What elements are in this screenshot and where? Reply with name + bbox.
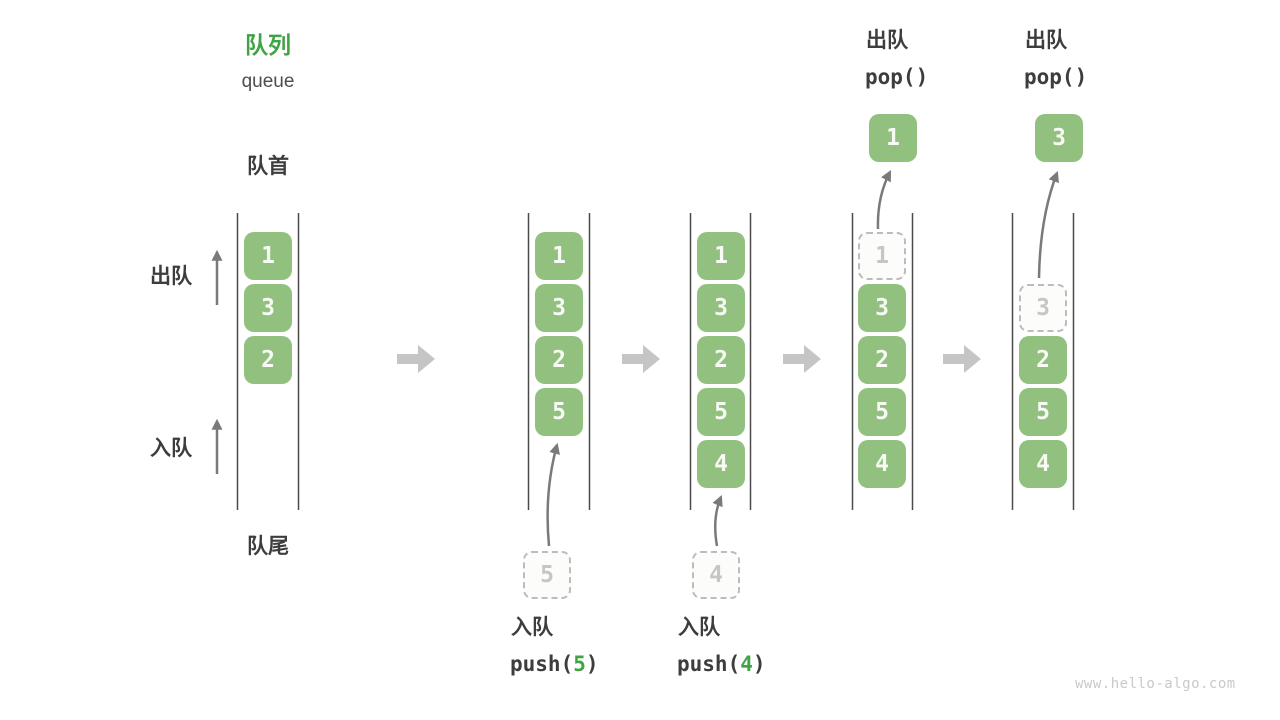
pop-1-arrow-icon — [876, 170, 892, 230]
state-transition-arrows — [397, 345, 981, 373]
popped-element: 3 — [1035, 114, 1083, 162]
queue-cell: 5 — [697, 388, 745, 436]
code-text: push( — [510, 652, 574, 676]
queue-walls — [236, 213, 1075, 510]
incoming-element: 5 — [523, 551, 571, 599]
queue-cell: 5 — [535, 388, 583, 436]
queue-cell: 2 — [244, 336, 292, 384]
queue-cell: 1 — [535, 232, 583, 280]
push-5-action-label: 入队 — [511, 616, 553, 639]
code-text: push( — [677, 652, 741, 676]
flow-arrow-icon — [783, 345, 821, 373]
dequeue-side-label: 出队 — [150, 265, 192, 288]
code-arg: 4 — [740, 652, 753, 676]
pop-1-action-label: 出队 — [866, 29, 908, 52]
push-4-action-label: 入队 — [678, 616, 720, 639]
queue-cell: 3 — [697, 284, 745, 332]
queue-rear-label: 队尾 — [247, 535, 289, 558]
push-4-code-label: push(4) — [677, 651, 766, 677]
incoming-element: 4 — [692, 551, 740, 599]
removed-element-placeholder: 3 — [1019, 284, 1067, 332]
pop-1-code-label: pop() — [865, 65, 929, 89]
queue-cell: 2 — [1019, 336, 1067, 384]
popped-element: 1 — [869, 114, 917, 162]
queue-cell: 3 — [858, 284, 906, 332]
push-5-arrow-icon — [546, 442, 560, 547]
pop-3-code-label: pop() — [1024, 65, 1088, 89]
flow-arrow-icon — [622, 345, 660, 373]
queue-cell: 4 — [1019, 440, 1067, 488]
queue-cell: 1 — [697, 232, 745, 280]
queue-front-label: 队首 — [247, 155, 289, 178]
queue-cell: 3 — [244, 284, 292, 332]
pop-3-arrow-icon — [1037, 170, 1059, 279]
queue-cell: 2 — [858, 336, 906, 384]
queue-cell: 4 — [858, 440, 906, 488]
queue-cell: 5 — [1019, 388, 1067, 436]
push-4-arrow-icon — [712, 494, 723, 547]
pop-3-action-label: 出队 — [1025, 29, 1067, 52]
page-title: 队列 — [245, 32, 291, 58]
push-5-code-label: push(5) — [510, 651, 599, 677]
queue-cell: 4 — [697, 440, 745, 488]
code-arg: 5 — [573, 652, 586, 676]
queue-cell: 3 — [535, 284, 583, 332]
code-text: ) — [585, 652, 599, 676]
enqueue-side-label: 入队 — [150, 437, 192, 460]
flow-arrow-icon — [397, 345, 435, 373]
flow-arrow-icon — [943, 345, 981, 373]
queue-cell: 5 — [858, 388, 906, 436]
code-text: ) — [752, 652, 766, 676]
watermark: www.hello-algo.com — [1075, 676, 1236, 692]
page-subtitle: queue — [241, 71, 295, 92]
queue-cell: 2 — [697, 336, 745, 384]
removed-element-placeholder: 1 — [858, 232, 906, 280]
queue-cell: 1 — [244, 232, 292, 280]
queue-cell: 2 — [535, 336, 583, 384]
